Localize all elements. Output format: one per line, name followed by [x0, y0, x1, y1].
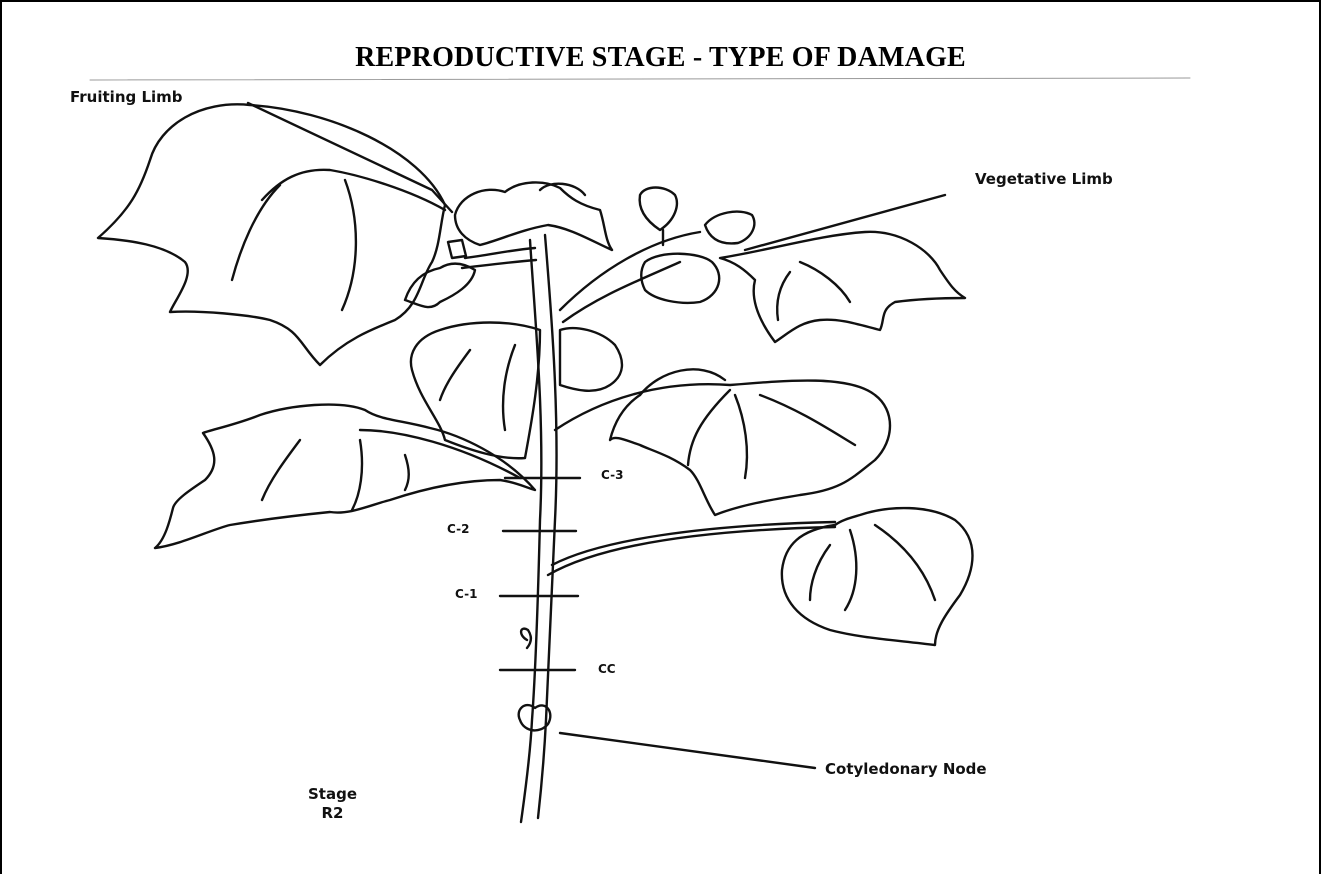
leaf-mid-right-vein2	[760, 395, 855, 445]
vegetative-limb-leader	[745, 195, 945, 250]
stage-label: Stage R2	[308, 785, 357, 823]
stem-bump	[521, 629, 531, 648]
vegetative-limb-label: Vegetative Limb	[975, 170, 1113, 188]
fruiting-boll	[448, 240, 466, 258]
cotyledonary-node-leader	[560, 733, 815, 768]
leaf-lower-left-vein	[352, 440, 362, 510]
small-top-leaf	[640, 188, 677, 231]
leaf-mid-left-vein2	[440, 350, 470, 400]
leaf-upper-left	[98, 104, 445, 365]
leaf-mid-right-large	[555, 381, 890, 515]
fruiting-limb-branch-2	[462, 260, 536, 268]
leaf-vegetative-right-vein2	[777, 272, 790, 320]
leaf-mid-right-small	[560, 328, 622, 391]
node-label-c1: C-1	[455, 587, 477, 601]
leaf-mid-left-vein	[503, 345, 515, 430]
leaf-lower-right-vein	[845, 530, 856, 610]
leaf-lower-left-vein2	[262, 440, 300, 500]
leaf-lower-left	[155, 405, 535, 548]
leaf-lower-left-vein3	[405, 455, 409, 490]
leaf-mid-right-large-top	[640, 369, 725, 395]
leaf-upper-left-vein3	[232, 185, 280, 280]
leaf-mid-right-vein	[688, 390, 730, 465]
leaf-mid-left	[411, 323, 540, 459]
top-cluster-leaf	[455, 182, 612, 250]
stage-label-line2: R2	[308, 804, 357, 823]
node-label-c3: C-3	[601, 468, 623, 482]
leaf-lower-right-vein3	[810, 545, 830, 600]
vegetative-limb-branch	[560, 232, 700, 310]
node-label-c2: C-2	[447, 522, 469, 536]
leaf-lower-left-midrib	[360, 430, 520, 478]
scan-line	[90, 78, 1190, 80]
leaf-lower-right-vein2	[875, 525, 935, 600]
leaf-upper-left-vein2	[342, 180, 356, 310]
leaf-upper-left-vein	[262, 170, 445, 210]
cotyledonary-node-label: Cotyledonary Node	[825, 760, 987, 778]
fruiting-limb-branch	[465, 248, 535, 258]
leaf-vegetative-right	[720, 232, 965, 342]
leaf-vegetative-right-vein	[800, 262, 850, 302]
small-left-leaf	[405, 264, 475, 307]
node-label-cc: CC	[598, 662, 616, 676]
leaf-mid-right-vein3	[735, 395, 747, 478]
stage-label-line1: Stage	[308, 785, 357, 804]
small-top-leaf-2	[705, 212, 754, 244]
fruiting-limb-label: Fruiting Limb	[70, 88, 183, 106]
